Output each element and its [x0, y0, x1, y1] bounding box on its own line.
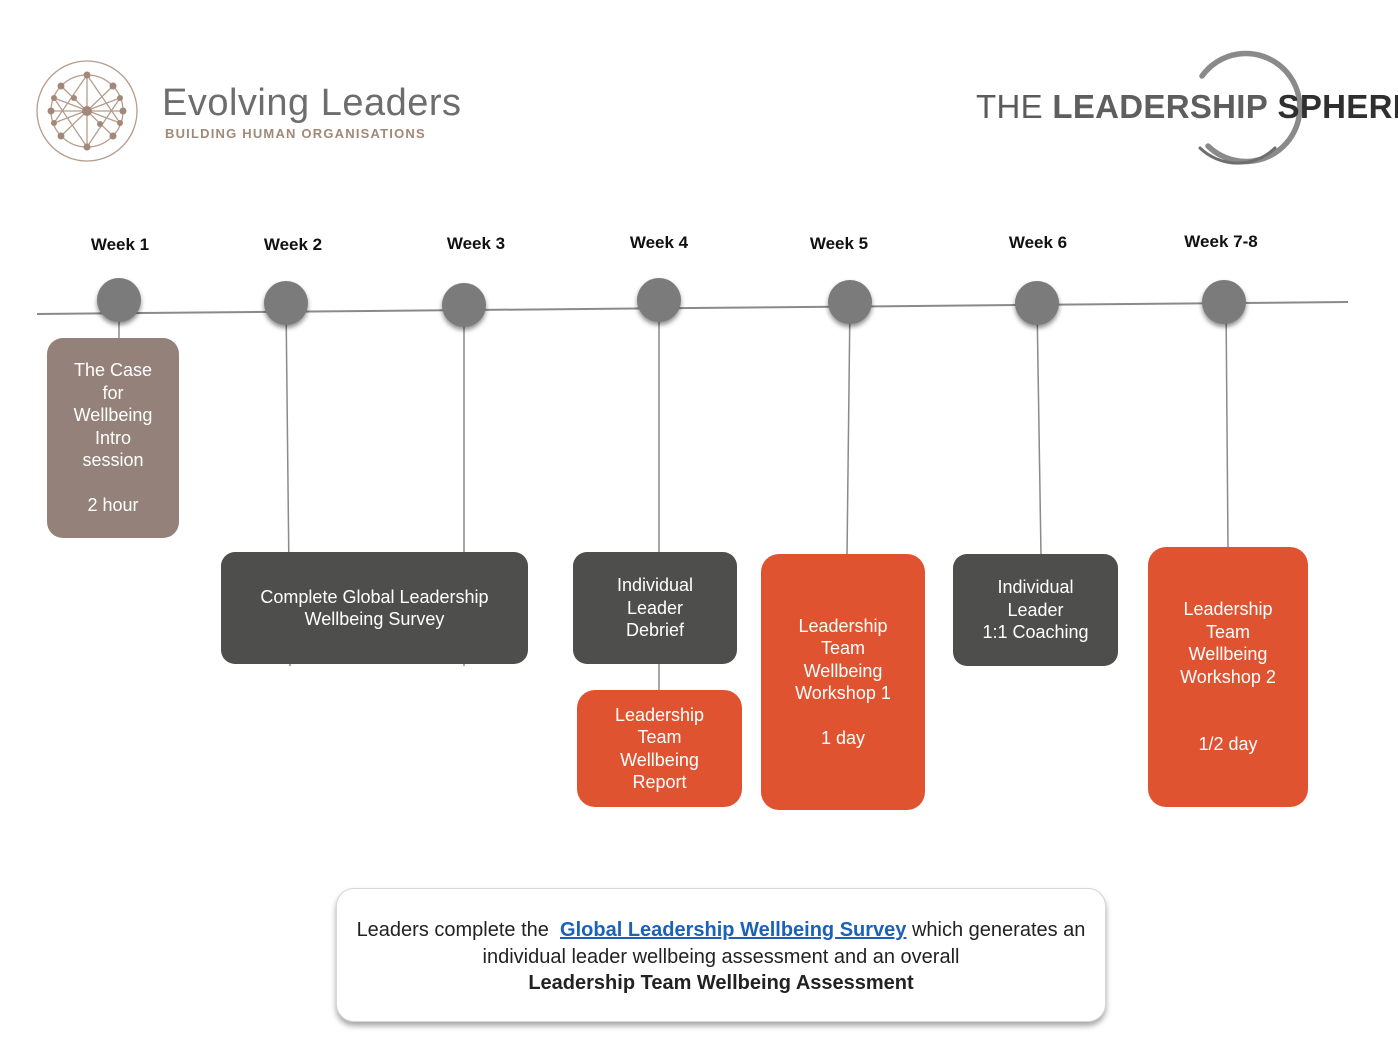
week-label-6: Week 6 — [1008, 233, 1068, 252]
ls-name-light: LEADERSHIP — [1052, 88, 1269, 125]
timeline-node-week-5 — [828, 280, 872, 324]
network-globe-icon — [36, 60, 138, 162]
ls-name-bold: SPHERE — [1277, 88, 1398, 125]
timeline-node-week-7-8 — [1202, 280, 1246, 324]
timeline-node-week-2 — [264, 281, 308, 325]
timeline-node-week-4 — [637, 278, 681, 322]
sphere-arc-icon — [1198, 50, 1303, 165]
timeline-node-week-3 — [442, 283, 486, 327]
activity-wellbeing-workshop-2: Leadership Team Wellbeing Workshop 2 1/2… — [1148, 547, 1308, 807]
ls-prefix: THE — [976, 88, 1043, 125]
note-prefix: Leaders complete the — [356, 919, 549, 941]
note-middle: which generates an individual leader wel… — [482, 919, 1086, 968]
survey-note: Leaders complete the Global Leadership W… — [336, 888, 1106, 1022]
evolving-leaders-tagline: BUILDING HUMAN ORGANISATIONS — [165, 126, 426, 141]
leadership-sphere-logo: THE LEADERSHIP SPHERE — [976, 88, 1398, 126]
week-label-2: Week 2 — [263, 235, 323, 254]
activity-case-for-wellbeing: The Case for Wellbeing Intro session 2 h… — [47, 338, 179, 538]
week-label-4: Week 4 — [629, 233, 689, 252]
timeline-node-week-6 — [1015, 281, 1059, 325]
activity-individual-leader-coaching: Individual Leader 1:1 Coaching — [953, 554, 1118, 666]
connector-week-6 — [1036, 302, 1042, 557]
timeline-node-week-1 — [97, 278, 141, 322]
week-label-1: Week 1 — [90, 235, 150, 254]
activity-global-leadership-survey: Complete Global Leadership Wellbeing Sur… — [221, 552, 528, 664]
week-label-5: Week 5 — [809, 234, 869, 253]
evolving-leaders-logo-name: Evolving Leaders — [162, 82, 462, 124]
activity-wellbeing-workshop-1: Leadership Team Wellbeing Workshop 1 1 d… — [761, 554, 925, 810]
timeline-axis — [36, 301, 1349, 315]
activity-individual-leader-debrief: Individual Leader Debrief — [573, 552, 737, 664]
activity-team-wellbeing-report: Leadership Team Wellbeing Report — [577, 690, 742, 807]
connector-week-7-8 — [1225, 301, 1229, 550]
note-bold-assessment: Leadership Team Wellbeing Assessment — [528, 972, 914, 994]
connector-week-5 — [846, 301, 851, 557]
week-label-7-8: Week 7-8 — [1184, 232, 1258, 251]
week-label-3: Week 3 — [446, 234, 506, 253]
survey-link[interactable]: Global Leadership Wellbeing Survey — [560, 919, 907, 941]
